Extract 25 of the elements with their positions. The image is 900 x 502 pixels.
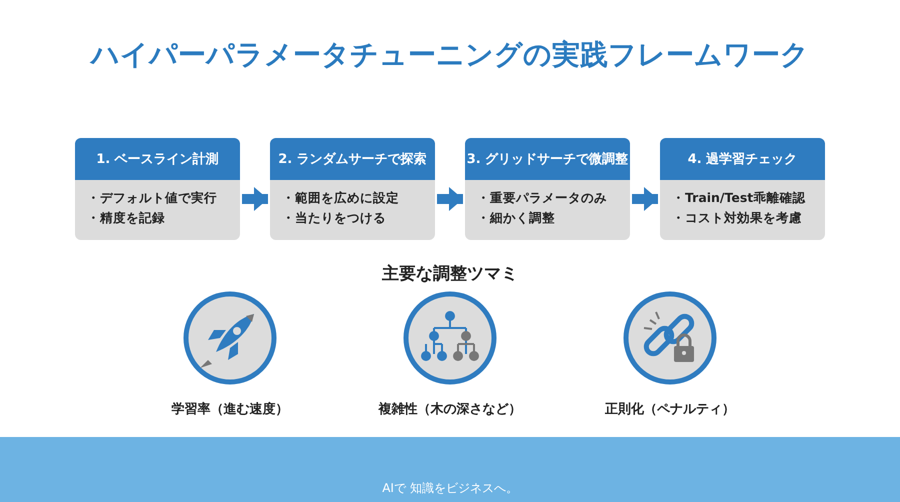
- step-card: [660, 138, 825, 240]
- title: ハイパーパラメータチューニングの実践フレームワーク: [88, 37, 810, 73]
- footer-tagline: AIで 知識をビジネスへ。: [382, 481, 518, 495]
- step-heading: 4. 過学習チェック: [660, 138, 825, 180]
- icon-caption: 正則化（ペナルティ）: [604, 401, 736, 418]
- bullet-item: ・Train/Test乖離確認: [672, 189, 806, 207]
- step-card: [270, 138, 435, 240]
- icon-caption: 学習率（進む速度）: [170, 400, 290, 418]
- arrow: [632, 187, 658, 211]
- bullet-item: ・当たりをつける: [282, 209, 387, 227]
- step-heading: 1. ベースライン計測: [75, 138, 240, 180]
- bullet-item: ・範囲を広めに設定: [282, 189, 399, 207]
- arrow: [437, 187, 463, 211]
- arrow: [242, 187, 268, 211]
- bullet-item: ・精度を記録: [87, 209, 166, 227]
- bullet-item: ・コスト対効果を考慮: [672, 209, 803, 227]
- step-heading: 3. グリッドサーチで微調整: [465, 138, 630, 180]
- step-card: [465, 138, 630, 240]
- section-heading: 主要な調整ツマミ: [382, 264, 518, 284]
- bullet-item: ・重要パラメータのみ: [477, 189, 607, 207]
- bullet-item: ・細かく調整: [477, 209, 556, 227]
- icon-caption: 複雑性（木の深さなど）: [377, 400, 522, 418]
- step-heading: 2. ランダムサーチで探索: [270, 138, 435, 180]
- bullet-item: ・デフォルト値で実行: [87, 189, 217, 207]
- step-card: [75, 138, 240, 240]
